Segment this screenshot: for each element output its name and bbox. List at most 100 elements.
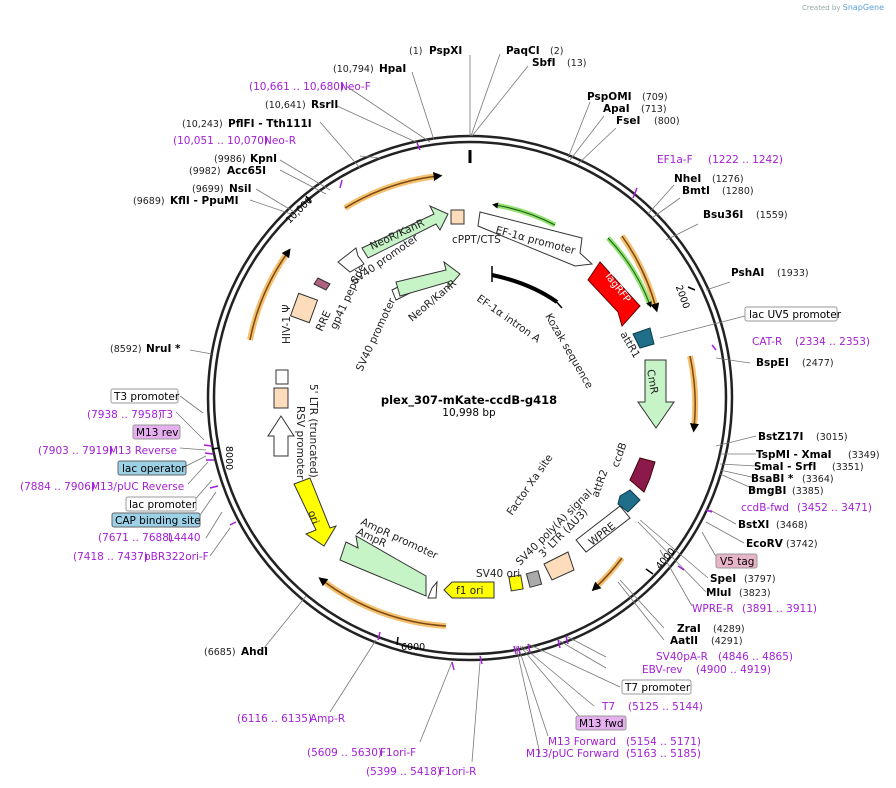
- primer-t7: T7: [601, 701, 615, 713]
- site-paqci: PaqCI: [506, 45, 540, 57]
- lac-promoter-label: lac promoter: [129, 499, 197, 511]
- site-hpai: HpaI: [379, 63, 406, 75]
- site-kfli: KflI - PpuMI: [170, 195, 239, 207]
- site-coord-fsei: (800): [654, 116, 680, 127]
- primer-coord-sv40pa-r: (4846 .. 4865): [718, 651, 793, 663]
- site-pshai: PshAI: [731, 267, 764, 279]
- site-coord-kfli: (9689): [133, 196, 165, 207]
- v5-tag-box: [715, 553, 758, 569]
- primer-coord-wpre-r: (3891 .. 3911): [742, 603, 817, 615]
- site-coord-paqci: (2): [550, 46, 563, 57]
- sv40-polya-box: [525, 570, 543, 588]
- primer-ebv-rev: EBV-rev: [642, 664, 683, 676]
- site-acc65i: Acc65I: [227, 165, 266, 177]
- ampr-arrow: [339, 535, 427, 597]
- primer-sv40pa-r: SV40pA-R: [656, 651, 708, 663]
- primer-ccdb-fwd: ccdB-fwd: [741, 502, 789, 514]
- site-coord-nsii: (9699): [192, 184, 224, 195]
- ltr5-box: [273, 387, 289, 409]
- primer-neo-r: Neo-R: [264, 135, 296, 147]
- orf-arcs-core: [249, 172, 699, 627]
- m13rev-box: [132, 424, 181, 440]
- f1-ori-arrow: [443, 581, 495, 599]
- site-bstz17i: BstZ17I: [758, 431, 803, 443]
- site-coord-pflfi: (10,243): [182, 119, 223, 130]
- primer-m13-forward: M13 Forward: [548, 736, 616, 748]
- primer-t3: T3: [159, 409, 173, 421]
- t7-promoter-box: [621, 679, 692, 695]
- cap-label: CAP binding site: [115, 515, 201, 527]
- kozak-label: Kozak sequence: [542, 312, 595, 391]
- lac-operator-box: [117, 460, 187, 476]
- site-coord-aatii: (4291): [711, 636, 743, 647]
- site-coord-mlui: (3823): [739, 588, 771, 599]
- site-coord-sbfi: (13): [567, 58, 587, 69]
- site-coord-bspei: (2477): [802, 358, 834, 369]
- primer-coord-ebv-rev: (4900 .. 4919): [696, 664, 771, 676]
- ef1a-promoter-arrow: [477, 211, 594, 267]
- primer-coord-t3: (7938 .. 7958): [87, 409, 162, 421]
- primer-l4440: L4440: [168, 532, 201, 544]
- primer-coord-m13-reverse: (7903 .. 7919): [38, 445, 113, 457]
- site-rsrii: RsrII: [311, 99, 338, 111]
- ccdb-arrow: [629, 457, 656, 493]
- site-coord-ecorv: (3742): [786, 539, 818, 550]
- primer-coord-neo-f: (10,661 .. 10,680): [249, 81, 344, 93]
- site-nsii: NsiI: [229, 183, 252, 195]
- sv40-promoter-2-label: SV40 promoter: [354, 296, 399, 374]
- primer-pbr322ori-f: pBR322ori-F: [144, 551, 209, 563]
- primer-coord-pbr322ori-f: (7418 .. 7437): [73, 551, 148, 563]
- site-zrai: ZraI: [677, 623, 701, 635]
- ccdb-label: ccdB: [610, 441, 630, 469]
- primer-coord-neo-r: (10,051 .. 10,070): [173, 135, 268, 147]
- primer-neo-f: Neo-F: [340, 81, 371, 93]
- plasmid-size: 10,998 bp: [442, 407, 496, 419]
- ampr-promoter-arrow: [427, 580, 438, 599]
- site-coord-rsrii: (10,641): [265, 100, 306, 111]
- site-coord-ahdi: (6685): [204, 647, 236, 658]
- site-tspmi: TspMI - XmaI: [756, 449, 832, 461]
- site-coord-nhei: (1276): [712, 174, 744, 185]
- site-pflfi: PflFI - Tth111I: [228, 118, 312, 130]
- site-bmgbi: BmgBI: [748, 485, 786, 497]
- site-apai: ApaI: [603, 103, 630, 115]
- site-coord-pshai: (1933): [777, 268, 809, 279]
- rsv-promoter-label: RSV promoter: [294, 406, 306, 480]
- site-mlui: MluI: [706, 587, 731, 599]
- primer-coord-m13-forward: (5154 .. 5171): [626, 736, 701, 748]
- cmr-arrow: [637, 359, 675, 429]
- primer-coord-cat-r: (2334 .. 2353): [795, 336, 870, 348]
- neokan-1-arrow: [361, 204, 449, 259]
- primer-m13puc-reverse: M13/pUC Reverse: [91, 481, 184, 493]
- site-coord-bmti: (1280): [722, 186, 754, 197]
- ef1a-intron-arc: [491, 273, 559, 304]
- site-coord-spei: (3797): [744, 574, 776, 585]
- factor-xa-label: Factor Xa site: [505, 452, 556, 517]
- site-nrui: NruI *: [146, 343, 181, 355]
- f1-ori-label: f1 ori: [456, 585, 483, 597]
- cppt-box: [450, 209, 465, 225]
- primer-amp-r: Amp-R: [310, 713, 345, 725]
- t7-promoter-label: T7 promoter: [624, 682, 691, 694]
- site-coord-bmgbi: (3385): [792, 486, 824, 497]
- site-pspomi: PspOMI: [587, 91, 632, 103]
- primer-ef1a-f: EF1a-F: [657, 154, 693, 166]
- site-kpni: KpnI: [250, 153, 277, 165]
- m13fwd-box: [575, 715, 627, 731]
- t3-promoter-box: [110, 388, 179, 404]
- snapgene-brand: Created by SnapGene: [802, 3, 884, 12]
- sv40-promoter-1-arrow: [337, 247, 365, 273]
- site-coord-tspmi: (3349): [848, 450, 880, 461]
- site-ecorv: EcoRV: [746, 538, 784, 550]
- site-coord-bsu36i: (1559): [756, 210, 788, 221]
- primer-m13puc-forward: M13/pUC Forward: [526, 748, 619, 760]
- green-arcs-core: [492, 202, 652, 308]
- sv40-ori-box: [508, 574, 524, 592]
- primer-coord-f1ori-f: (5609 .. 5630): [307, 747, 382, 759]
- cppt-label: cPPT/CTS: [452, 234, 501, 246]
- gp41-box: [313, 277, 331, 291]
- attr1-box: [632, 327, 655, 349]
- primer-m13-reverse: M13 Reverse: [109, 445, 177, 457]
- site-coord-bstz17i: (3015): [816, 432, 848, 443]
- primer-coord-ef1a-f: (1222 .. 1242): [708, 154, 783, 166]
